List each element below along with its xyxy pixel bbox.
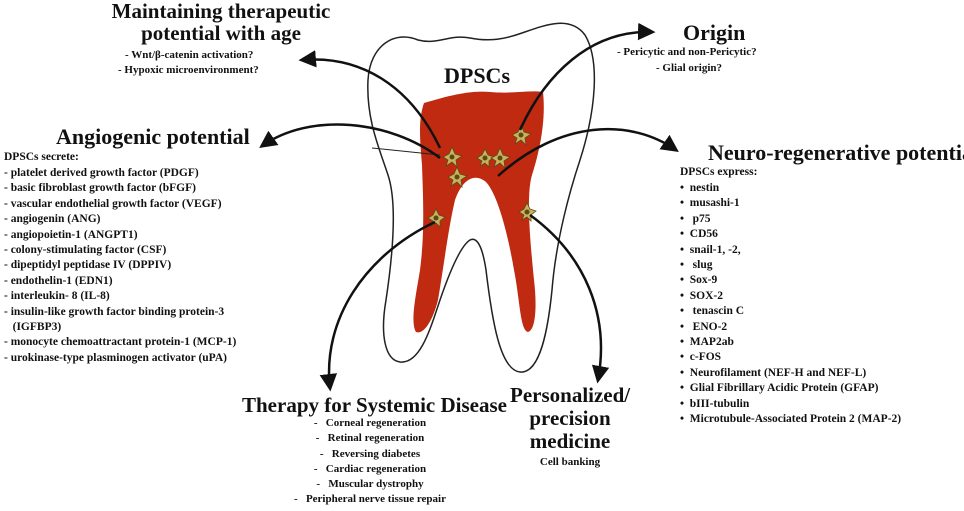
- stem-cell: [476, 148, 495, 168]
- arrow-neuro: [497, 127, 679, 177]
- maintaining-title-1: Maintaining therapeutic: [111, 0, 331, 23]
- arrow-personalized: [529, 213, 610, 384]
- neuro-item: • ENO-2: [680, 320, 728, 333]
- neuro-title: Neuro-regenerative potential: [708, 140, 964, 165]
- angiogenic-item: - vascular endothelial growth factor (VE…: [4, 197, 222, 210]
- maintaining-title-2: potential with age: [141, 21, 301, 45]
- origin-item: - Pericytic and non-Pericytic?: [617, 46, 757, 58]
- origin-item: - Glial origin?: [656, 62, 722, 74]
- neuro-item: • c-FOS: [680, 351, 722, 364]
- pulp-chamber: [413, 91, 544, 333]
- systemic-item: - Corneal regeneration: [313, 417, 427, 429]
- root-canal-line: [371, 147, 441, 156]
- angiogenic-item: - colony-stimulating factor (CSF): [4, 244, 167, 257]
- personalized-section: Personalized/ precision medicine Cell ba…: [510, 384, 630, 470]
- neuro-item: • MAP2ab: [680, 336, 734, 349]
- angiogenic-item: - urokinase-type plasminogen activator (…: [4, 351, 227, 364]
- angiogenic-item: - endothelin-1 (EDN1): [4, 274, 113, 287]
- angiogenic-item: - monocyte chemoattractant protein-1 (MC…: [4, 336, 237, 349]
- angiogenic-item: - angiopoietin-1 (ANGPT1): [4, 228, 138, 241]
- systemic-title: Therapy for Systemic Disease: [242, 393, 507, 417]
- arrow-angiogenic: [259, 123, 441, 159]
- stem-cell: [442, 145, 463, 169]
- neuro-item: • Sox-9: [680, 274, 718, 287]
- neuro-item: • snail-1, -2,: [680, 243, 741, 256]
- angiogenic-item: - angiogenin (ANG): [4, 213, 101, 226]
- angiogenic-intro: DPSCs secrete:: [4, 151, 79, 163]
- neuro-item: • tenascin C: [680, 305, 745, 318]
- personalized-title-3: medicine: [529, 429, 611, 453]
- neuro-item: • Microtubule-Associated Protein 2 (MAP-…: [680, 413, 902, 426]
- dpscs-label: DPSCs: [444, 63, 511, 88]
- neuro-item: • SOX-2: [680, 289, 724, 302]
- angiogenic-list: - platelet derived growth factor (PDGF) …: [4, 166, 236, 366]
- angiogenic-item: - platelet derived growth factor (PDGF): [4, 167, 199, 179]
- neuro-item: • Neurofilament (NEF-H and NEF-L): [680, 366, 867, 379]
- angiogenic-title: Angiogenic potential: [56, 124, 250, 149]
- maintaining-item: - Hypoxic microenvironment?: [118, 64, 259, 76]
- systemic-item: - Peripheral nerve tissue repair: [294, 493, 446, 506]
- stem-cell: [447, 165, 468, 189]
- arrow-systemic: [319, 220, 436, 392]
- systemic-list: - Corneal regeneration - Retinal regener…: [265, 416, 475, 508]
- angiogenic-item: - interleukin- 8 (IL-8): [4, 290, 110, 303]
- angiogenic-item: - dipeptidyl peptidase IV (DPPIV): [4, 259, 172, 272]
- neuro-item: • CD56: [680, 228, 718, 241]
- neuro-item: • musashi-1: [680, 197, 740, 210]
- personalized-sub: Cell banking: [539, 456, 601, 468]
- systemic-item: - Reversing diabetes: [319, 447, 421, 460]
- systemic-item: - Cardiac regeneration: [313, 462, 427, 475]
- angiogenic-item: - insulin-like growth factor binding pro…: [4, 305, 225, 318]
- systemic-item: - Retinal regeneration: [315, 432, 425, 445]
- neuro-list: • nestin • musashi-1 • p75 • CD56 • snai…: [680, 181, 901, 428]
- neuro-item: • slug: [680, 259, 713, 272]
- arrow-origin: [518, 22, 656, 131]
- neuro-item: • Glial Fibrillary Acidic Protein (GFAP): [680, 382, 879, 395]
- neuro-intro: DPSCs express:: [680, 166, 758, 178]
- neuro-item: • p75: [680, 212, 711, 225]
- personalized-title-1: Personalized/: [510, 383, 631, 407]
- systemic-item: - Muscular dystrophy: [316, 478, 424, 491]
- maintaining-item: - Wnt/β-catenin activation?: [125, 49, 254, 61]
- neuro-item: • bIII-tubulin: [680, 397, 750, 410]
- arrow-maintaining: [298, 50, 442, 149]
- personalized-title-2: precision: [529, 406, 611, 430]
- neuro-item: • nestin: [680, 182, 720, 194]
- maintaining-section: Maintaining therapeutic potential with a…: [96, 0, 346, 44]
- angiogenic-item: (IGFBP3): [4, 321, 62, 334]
- angiogenic-item: - basic fibroblast growth factor (bFGF): [4, 182, 196, 195]
- origin-title: Origin: [683, 20, 746, 45]
- stem-cell: [490, 146, 511, 170]
